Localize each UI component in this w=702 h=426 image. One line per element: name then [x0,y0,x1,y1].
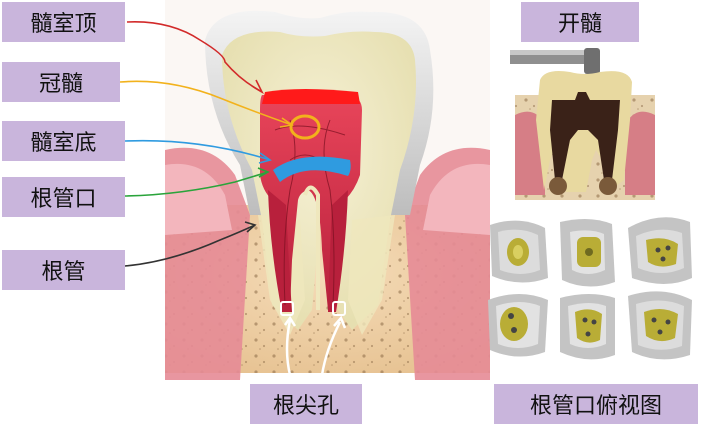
orifice-top-views [488,217,692,360]
label-coronal-pulp: 冠髓 [2,62,120,102]
label-root-canal-orifice: 根管口 [2,177,125,217]
label-pulp-chamber-roof: 髓室顶 [2,2,125,42]
top-view-5 [560,294,615,360]
label-orifice-top-view: 根管口俯视图 [494,384,698,424]
coronal-pulp-mark [289,114,321,140]
annotation-arrows [119,21,295,267]
arrow-root [124,224,256,267]
apical-foramen-right [332,301,346,316]
top-view-4 [488,294,548,357]
top-view-6 [628,291,692,360]
label-apical-foramen: 根尖孔 [250,384,362,424]
arrow-orifice [124,171,269,197]
label-root-canal: 根管 [2,250,125,290]
label-access-opening: 开髓 [521,2,639,42]
access-opening-illustration [510,48,655,200]
tooth-illustration [165,0,490,380]
arrow-coronal [119,80,293,126]
pulp-chamber-floor-mark [273,156,351,182]
pulp-vessels [274,119,346,306]
top-view-1 [490,220,548,283]
apical-foramen-left [280,301,294,316]
label-pulp-chamber-floor: 髓室底 [2,121,125,161]
arrow-roof [126,21,263,93]
apical-arrows [283,315,347,376]
pulp-chamber-roof-mark [262,89,360,104]
arrow-floor [124,139,271,161]
top-view-3 [628,217,692,284]
top-view-2 [560,218,615,287]
